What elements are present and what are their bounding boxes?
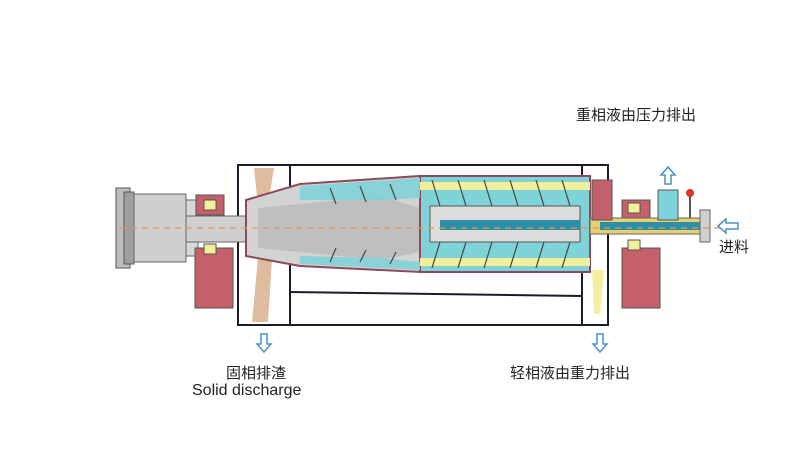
right-bearing-housing	[621, 199, 661, 309]
light-phase-stream	[592, 270, 604, 314]
feed-label: 进料	[719, 238, 750, 256]
solids-arrow-icon	[255, 333, 273, 354]
solid-discharge-label-cn: 固相排渣	[226, 364, 287, 382]
bowl-cylinder	[419, 175, 591, 273]
solid-discharge-label-en: Solid discharge	[192, 382, 302, 399]
feed-pipe	[589, 209, 711, 243]
heavy-phase-outlet	[591, 179, 694, 221]
left-bearing-housing	[194, 194, 234, 309]
cone-liquid	[300, 178, 420, 270]
light-phase-label: 轻相液由重力排出	[510, 364, 631, 382]
light-phase-arrow-icon	[591, 333, 609, 354]
heavy-phase-arrow-icon	[659, 165, 677, 185]
heavy-phase-label: 重相液由压力排出	[576, 106, 697, 124]
conveyor-flights	[329, 179, 571, 269]
feed-arrow-icon	[716, 217, 739, 235]
main-shaft	[185, 215, 247, 243]
